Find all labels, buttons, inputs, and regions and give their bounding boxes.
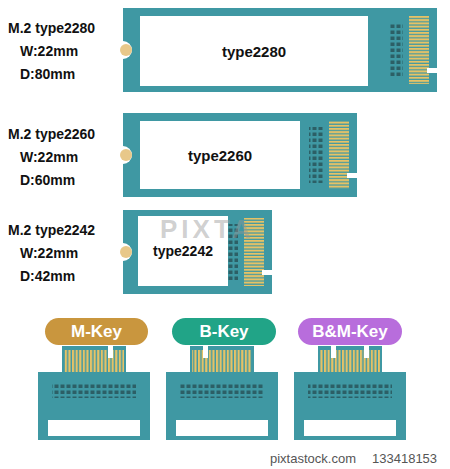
- finger-tab: [62, 346, 126, 374]
- form-factor-name: type2242: [153, 243, 213, 259]
- gold-fingers: [64, 350, 124, 372]
- key-notch: [427, 68, 437, 73]
- key-pill: M-Key: [45, 318, 148, 345]
- watermark-site: pixtastock.com: [270, 451, 356, 466]
- dimension-label: D:80mm: [20, 66, 75, 82]
- screw-pad: [120, 44, 132, 56]
- key-name: B-Key: [199, 322, 248, 342]
- board-label: [176, 420, 268, 436]
- key-notch: [347, 173, 357, 178]
- key-notch: [364, 346, 369, 358]
- gold-fingers: [409, 16, 429, 84]
- board-label: [48, 420, 140, 436]
- dimension-label: D:42mm: [20, 268, 75, 284]
- key-notch: [331, 346, 336, 358]
- key-notch: [262, 270, 272, 275]
- m2-card: [123, 210, 272, 294]
- key-name: M-Key: [71, 322, 122, 342]
- dimension-label: M.2 type2280: [8, 20, 95, 36]
- card-label: type2260: [140, 121, 300, 189]
- dimension-label: D:60mm: [20, 172, 75, 188]
- key-pill: B&M-Key: [298, 318, 402, 345]
- key-notch: [203, 346, 208, 358]
- key-notch: [108, 346, 113, 358]
- screw-pad: [120, 149, 132, 161]
- key-name: B&M-Key: [312, 322, 388, 342]
- chip-pads: [52, 384, 136, 398]
- board-label: [304, 420, 396, 436]
- dimension-label: W:22mm: [20, 149, 78, 165]
- gold-fingers: [192, 350, 252, 372]
- screw-notch: [114, 243, 132, 261]
- connector-board: [38, 372, 150, 440]
- screw-notch: [114, 41, 132, 59]
- chip-pads: [389, 22, 403, 78]
- chip-pads: [308, 384, 392, 398]
- card-label: type2280: [140, 16, 368, 86]
- screw-pad: [120, 246, 132, 258]
- chip-pads: [180, 384, 264, 398]
- dimension-label: W:22mm: [20, 245, 78, 261]
- dimension-label: M.2 type2242: [8, 222, 95, 238]
- watermark-id: 133418153: [372, 451, 437, 466]
- gold-fingers: [329, 121, 349, 189]
- gold-fingers: [320, 350, 380, 372]
- finger-tab: [190, 346, 254, 374]
- screw-notch: [114, 146, 132, 164]
- key-pill: B-Key: [172, 318, 276, 345]
- m2-card: [123, 8, 437, 92]
- m2-card: [123, 113, 357, 197]
- connector-board: [166, 372, 278, 440]
- watermark: PIXTA: [160, 214, 255, 245]
- form-factor-name: type2260: [188, 147, 252, 164]
- dimension-label: M.2 type2260: [8, 126, 95, 142]
- connector-board: [294, 372, 406, 440]
- form-factor-name: type2280: [222, 43, 286, 60]
- finger-tab: [318, 346, 382, 374]
- chip-pads: [309, 127, 323, 183]
- dimension-label: W:22mm: [20, 43, 78, 59]
